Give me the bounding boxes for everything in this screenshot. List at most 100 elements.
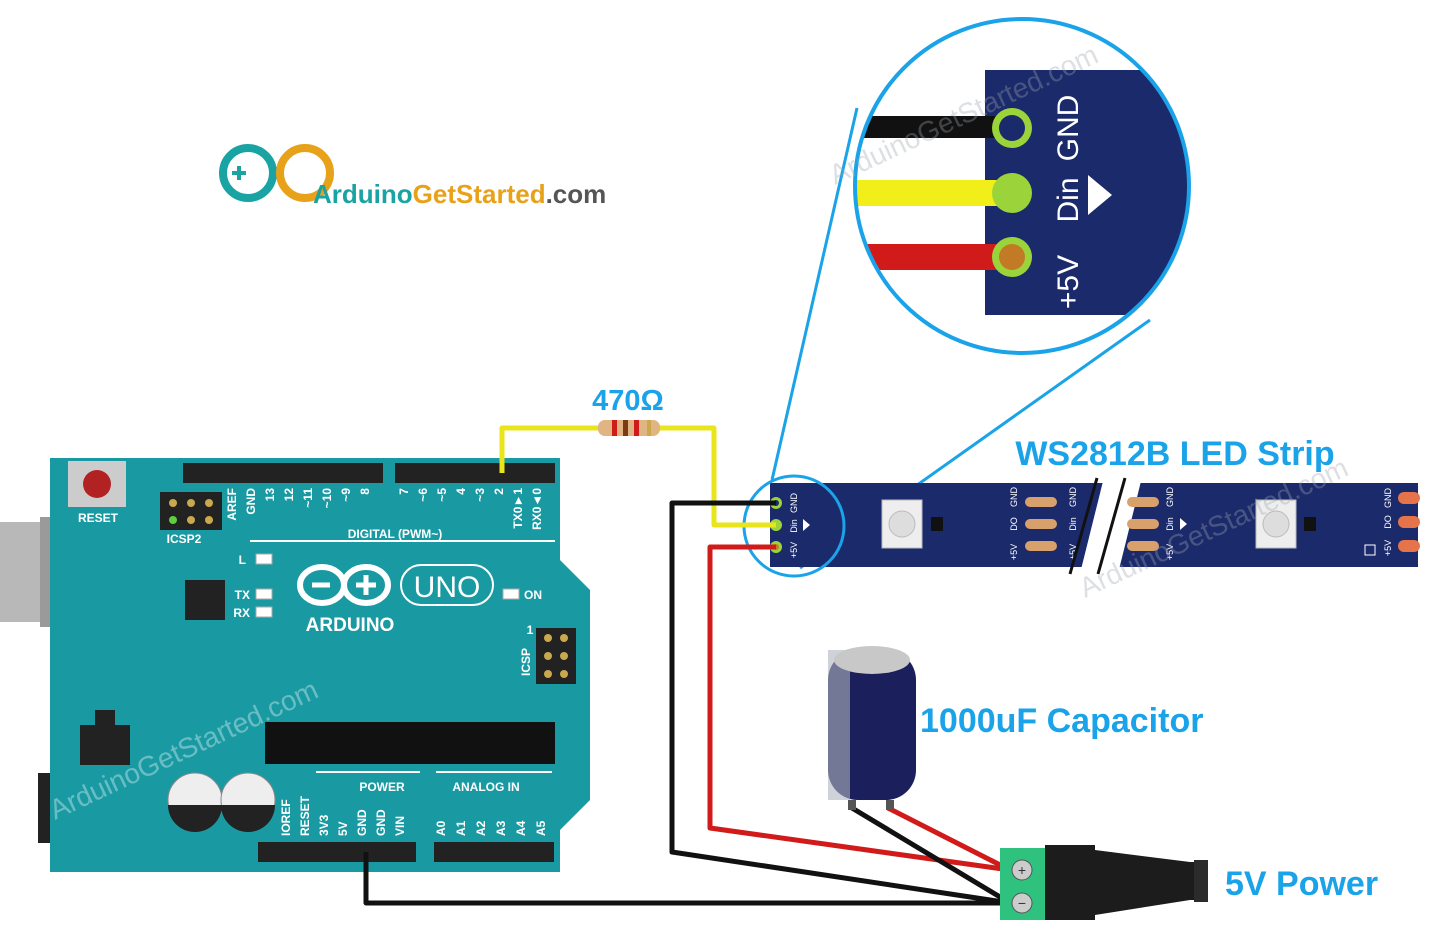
strip-pad-din: Din bbox=[1068, 517, 1078, 531]
led-chip bbox=[881, 499, 943, 549]
plus-icon: + bbox=[1018, 862, 1026, 878]
analog-pin-label: A3 bbox=[494, 820, 508, 836]
logo-brand-suffix: .com bbox=[546, 179, 607, 209]
led-on-label: ON bbox=[524, 588, 542, 602]
digital-pin-label: ~10 bbox=[320, 488, 334, 509]
analog-header-label: ANALOG IN bbox=[452, 780, 519, 794]
digital-pin-label: 13 bbox=[263, 488, 277, 502]
power-pin-label: VIN bbox=[393, 816, 407, 836]
power-header bbox=[258, 842, 416, 862]
voltage-regulator bbox=[80, 725, 130, 765]
analog-pin-labels: A0 A1 A2 A3 A4 A5 bbox=[434, 820, 548, 836]
reset-label: RESET bbox=[78, 511, 119, 525]
board-brand: ARDUINO bbox=[306, 615, 395, 636]
strip-pad-5v: +5V bbox=[789, 542, 799, 558]
strip-pad-5v: +5V bbox=[1068, 544, 1078, 560]
strip-break-mark bbox=[1096, 477, 1127, 575]
dc-power-adapter: + − bbox=[1000, 845, 1208, 920]
arduino-infinity-logo-icon bbox=[297, 564, 391, 606]
analog-pin-label: A4 bbox=[514, 820, 528, 836]
digital-pin-label: ~9 bbox=[339, 488, 353, 502]
logo-brand-dark: Arduino bbox=[313, 179, 413, 209]
digital-pin-label: ~3 bbox=[473, 488, 487, 502]
analog-pin-label: A5 bbox=[534, 820, 548, 836]
usb-chip bbox=[185, 580, 225, 620]
digital-pin-label: 2 bbox=[492, 488, 506, 495]
digital-header-label: DIGITAL (PWM~) bbox=[348, 527, 443, 541]
digital-pin-label: GND bbox=[244, 488, 258, 515]
icsp-pin1-label: 1 bbox=[527, 623, 534, 637]
strip-cut-pads-left: GND DO +5V GND Din +5V bbox=[1009, 487, 1078, 561]
strip-pad-din: Din bbox=[1165, 517, 1175, 531]
analog-pin-label: A1 bbox=[454, 820, 468, 836]
strip-pad-gnd: GND bbox=[1009, 487, 1019, 508]
power-pin-label: 5V bbox=[336, 821, 350, 836]
reset-button: RESET bbox=[68, 461, 126, 525]
strip-cut-pads-right: GND Din +5V bbox=[1127, 487, 1187, 560]
wires bbox=[363, 425, 1012, 906]
zoom-pad-gnd: GND bbox=[1052, 95, 1085, 162]
digital-pin-label: 7 bbox=[397, 488, 411, 495]
digital-pin-labels-left: AREF GND 13 12 ~11 ~10 ~9 8 bbox=[225, 488, 372, 521]
analog-pin-label: A0 bbox=[434, 820, 448, 836]
capacitor-positive-lead bbox=[886, 805, 1012, 873]
analog-header bbox=[434, 842, 554, 862]
digital-pin-label: AREF bbox=[225, 488, 239, 521]
zoom-callout: GND Din +5V ArduinoGetStarted.com bbox=[770, 17, 1191, 570]
capacitor-label: 1000uF Capacitor bbox=[920, 702, 1203, 740]
zoom-power-wire bbox=[855, 244, 1015, 270]
strip-pad-gnd: GND bbox=[1165, 487, 1175, 508]
capacitor bbox=[828, 646, 916, 810]
icsp-label: ICSP bbox=[519, 648, 533, 676]
ground-wire-to-arduino bbox=[363, 852, 1010, 906]
power-pin-label: IOREF bbox=[279, 799, 293, 836]
icsp2-header: ICSP2 bbox=[160, 492, 222, 546]
infinity-logo-icon bbox=[219, 144, 334, 202]
zoom-ground-wire bbox=[855, 116, 1015, 138]
strip-pad-gnd: GND bbox=[789, 493, 799, 514]
led-tx-label: TX bbox=[235, 588, 250, 602]
strip-label: WS2812B LED Strip bbox=[1015, 435, 1334, 473]
status-leds: L TX RX ON bbox=[233, 553, 542, 620]
power-wire-to-strip bbox=[707, 544, 1011, 873]
strip-pad-gnd: GND bbox=[1383, 488, 1393, 509]
digital-header bbox=[183, 463, 555, 483]
digital-pin-label: 8 bbox=[358, 488, 372, 495]
led-strip: GND Din +5V GND DO +5V GND Din +5V bbox=[742, 452, 1420, 603]
data-direction-arrow-icon bbox=[803, 519, 810, 531]
strip-pad-gnd: GND bbox=[1068, 487, 1078, 508]
led-chip bbox=[1255, 499, 1316, 549]
strip-pad-5v: +5V bbox=[1383, 540, 1393, 556]
minus-icon: − bbox=[1018, 895, 1026, 911]
zoom-pad-din: Din bbox=[1052, 177, 1085, 222]
strip-output-pads: GND DO +5V bbox=[1364, 488, 1420, 556]
zoom-pad-5v: +5V bbox=[1052, 255, 1085, 309]
data-direction-arrow-icon bbox=[1180, 518, 1187, 530]
led-l-label: L bbox=[239, 553, 246, 567]
strip-pad-do: DO bbox=[1383, 515, 1393, 529]
analog-pin-label: A2 bbox=[474, 820, 488, 836]
power-label: 5V Power bbox=[1225, 865, 1378, 903]
digital-pin-label: 12 bbox=[282, 488, 296, 502]
strip-break-mark bbox=[1068, 477, 1099, 575]
digital-pin-label: ~5 bbox=[435, 488, 449, 502]
zoom-data-direction-arrow-icon bbox=[1088, 175, 1112, 215]
digital-pin-label: 4 bbox=[454, 488, 468, 495]
led-rx-label: RX bbox=[233, 606, 250, 620]
svg-text:ArduinoGetStarted.com: ArduinoGetStarted.com bbox=[313, 179, 606, 209]
digital-pin-label: TX0►1 bbox=[511, 488, 525, 529]
signal-wire-arduino-to-resistor bbox=[499, 425, 600, 473]
site-logo: ArduinoGetStarted.com bbox=[219, 144, 606, 209]
resistor bbox=[598, 420, 660, 436]
strip-pad-din: Din bbox=[789, 519, 799, 533]
icsp-header: 1 ICSP bbox=[519, 623, 576, 684]
digital-pin-label: ~6 bbox=[416, 488, 430, 502]
board-pcb bbox=[50, 458, 590, 872]
resistor-label: 470Ω bbox=[592, 385, 664, 417]
signal-wire-resistor-to-din bbox=[658, 425, 776, 528]
logo-brand-accent: GetStarted bbox=[413, 179, 546, 209]
icsp2-label: ICSP2 bbox=[167, 532, 202, 546]
digital-pin-label: ~11 bbox=[301, 488, 315, 508]
